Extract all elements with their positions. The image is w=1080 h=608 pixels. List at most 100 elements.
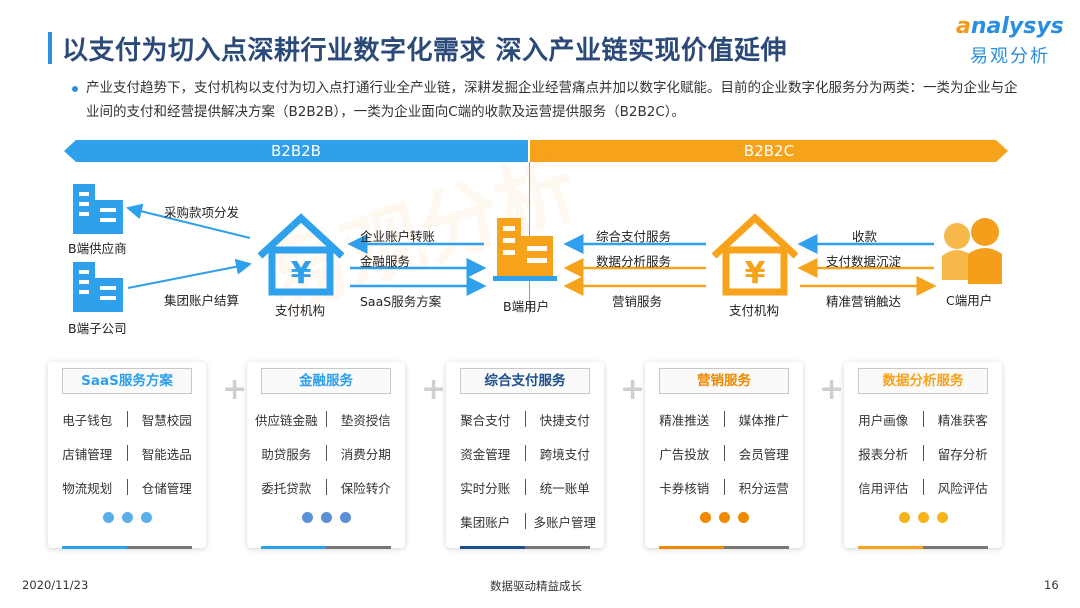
service-item: 消费分期	[340, 446, 391, 462]
label-marketing: 营销服务	[612, 294, 663, 309]
separator	[922, 445, 924, 461]
more-dots-icon	[645, 508, 803, 527]
separator	[723, 411, 725, 427]
service-item: 多账户管理	[533, 514, 596, 530]
card-row: 聚合支付快捷支付	[446, 402, 604, 436]
c-user-icon	[942, 218, 1002, 284]
more-dots-icon	[844, 508, 1002, 527]
service-item: 资金管理	[460, 446, 511, 462]
service-item: 保险转介	[340, 480, 391, 496]
node-c-user: C端用户	[946, 293, 993, 308]
card-row: 助贷服务 消费分期	[247, 436, 405, 470]
card-title: 金融服务	[261, 368, 391, 394]
node-pay-org-left: 支付机构	[275, 303, 326, 318]
label-collect: 收款	[852, 229, 878, 244]
footer-date: 2020/11/23	[22, 578, 89, 592]
page-title: 以支付为切入点深耕行业数字化需求 深入产业链实现价值延伸	[62, 36, 788, 66]
separator	[524, 479, 526, 495]
card-title: SaaS服务方案	[62, 368, 192, 394]
more-dots-icon	[48, 508, 206, 527]
separator	[325, 411, 327, 427]
service-item: 风险评估	[937, 480, 988, 496]
node-b-user: B端用户	[503, 299, 550, 314]
svg-text:¥: ¥	[291, 256, 312, 291]
bullet-icon	[72, 86, 78, 92]
service-item: 留存分析	[937, 446, 988, 462]
footer-slogan: 数据驱动精益成长	[490, 579, 582, 593]
label-purchase: 采购款项分发	[164, 205, 240, 220]
service-card: 综合支付服务聚合支付快捷支付资金管理 跨境支付实时分账统一账单集团账户多账户管理	[446, 362, 604, 549]
building-icon-subsidiary	[73, 262, 123, 312]
service-card: 数据分析服务用户画像精准获客报表分析 留存分析信用评估 风险评估	[844, 362, 1002, 549]
plus-icon: +	[620, 372, 646, 407]
b2b2b-band: B2B2B	[64, 140, 528, 162]
service-item: 信用评估	[858, 480, 909, 496]
service-item: 广告投放	[659, 446, 710, 462]
label-corp-transfer: 企业账户转账	[360, 229, 436, 244]
service-card: 金融服务供应链金融垫资授信助贷服务 消费分期委托贷款 保险转介	[247, 362, 405, 549]
card-row: 资金管理 跨境支付	[446, 436, 604, 470]
service-item: 垫资授信	[340, 412, 391, 428]
page-number: 16	[1044, 578, 1059, 592]
logo-english: nalysys	[970, 14, 1064, 39]
card-row: 委托贷款 保险转介	[247, 470, 405, 504]
service-item: 实时分账	[460, 480, 511, 496]
label-finance: 金融服务	[360, 254, 411, 269]
service-item: 积分运营	[738, 480, 789, 496]
card-accent-bar	[62, 546, 192, 549]
card-row: 实时分账统一账单	[446, 470, 604, 504]
intro-paragraph: 产业支付趋势下，支付机构以支付为切入点打通行业全产业链，深耕发掘企业经营痛点并加…	[86, 80, 1018, 120]
card-accent-bar	[659, 546, 789, 549]
service-item: 会员管理	[738, 446, 789, 462]
card-row: 用户画像精准获客	[844, 402, 1002, 436]
card-title: 数据分析服务	[858, 368, 988, 394]
service-item: 用户画像	[858, 412, 909, 428]
separator	[325, 479, 327, 495]
logo-prefix: a	[956, 14, 971, 39]
card-row: 店铺管理智能选品	[48, 436, 206, 470]
logo-chinese: 易观分析	[970, 46, 1050, 67]
payment-org-icon-right: ¥	[711, 213, 799, 296]
service-item: 卡券核销	[659, 480, 710, 496]
building-icon-supplier	[73, 184, 123, 234]
service-item: 报表分析	[858, 446, 909, 462]
separator	[524, 513, 526, 529]
card-row: 报表分析 留存分析	[844, 436, 1002, 470]
more-dots-icon	[247, 508, 405, 527]
label-integrated-pay: 综合支付服务	[596, 229, 672, 244]
card-row: 物流规划仓储管理	[48, 470, 206, 504]
node-pay-org-right: 支付机构	[729, 303, 780, 318]
card-title: 综合支付服务	[460, 368, 590, 394]
card-row: 卡券核销 积分运营	[645, 470, 803, 504]
separator	[922, 411, 924, 427]
card-accent-bar	[858, 546, 988, 549]
service-item: 仓储管理	[141, 480, 192, 496]
card-accent-bar	[460, 546, 590, 549]
separator	[723, 445, 725, 461]
service-item: 跨境支付	[539, 446, 590, 462]
service-item: 智慧校园	[141, 412, 192, 428]
label-pay-data: 支付数据沉淀	[826, 254, 902, 269]
card-row: 广告投放 会员管理	[645, 436, 803, 470]
card-row: 集团账户多账户管理	[446, 504, 604, 538]
separator	[325, 445, 327, 461]
card-row: 供应链金融垫资授信	[247, 402, 405, 436]
service-item: 委托贷款	[261, 480, 312, 496]
separator	[524, 445, 526, 461]
card-row: 电子钱包 智慧校园	[48, 402, 206, 436]
analysys-logo: analysys 易观分析	[948, 14, 1064, 70]
card-title: 营销服务	[659, 368, 789, 394]
service-item: 助贷服务	[261, 446, 312, 462]
svg-text:¥: ¥	[745, 256, 766, 291]
b2b2c-band: B2B2C	[530, 140, 1008, 162]
service-item: 电子钱包	[62, 412, 113, 428]
separator	[723, 479, 725, 495]
title-accent-bar	[48, 32, 52, 64]
service-item: 快捷支付	[539, 412, 590, 428]
plus-icon: +	[222, 372, 248, 407]
building-icon-b-user	[493, 218, 557, 281]
label-group-settle: 集团账户结算	[164, 293, 240, 308]
separator	[922, 479, 924, 495]
card-accent-bar	[261, 546, 391, 549]
service-item: 媒体推广	[738, 412, 789, 428]
